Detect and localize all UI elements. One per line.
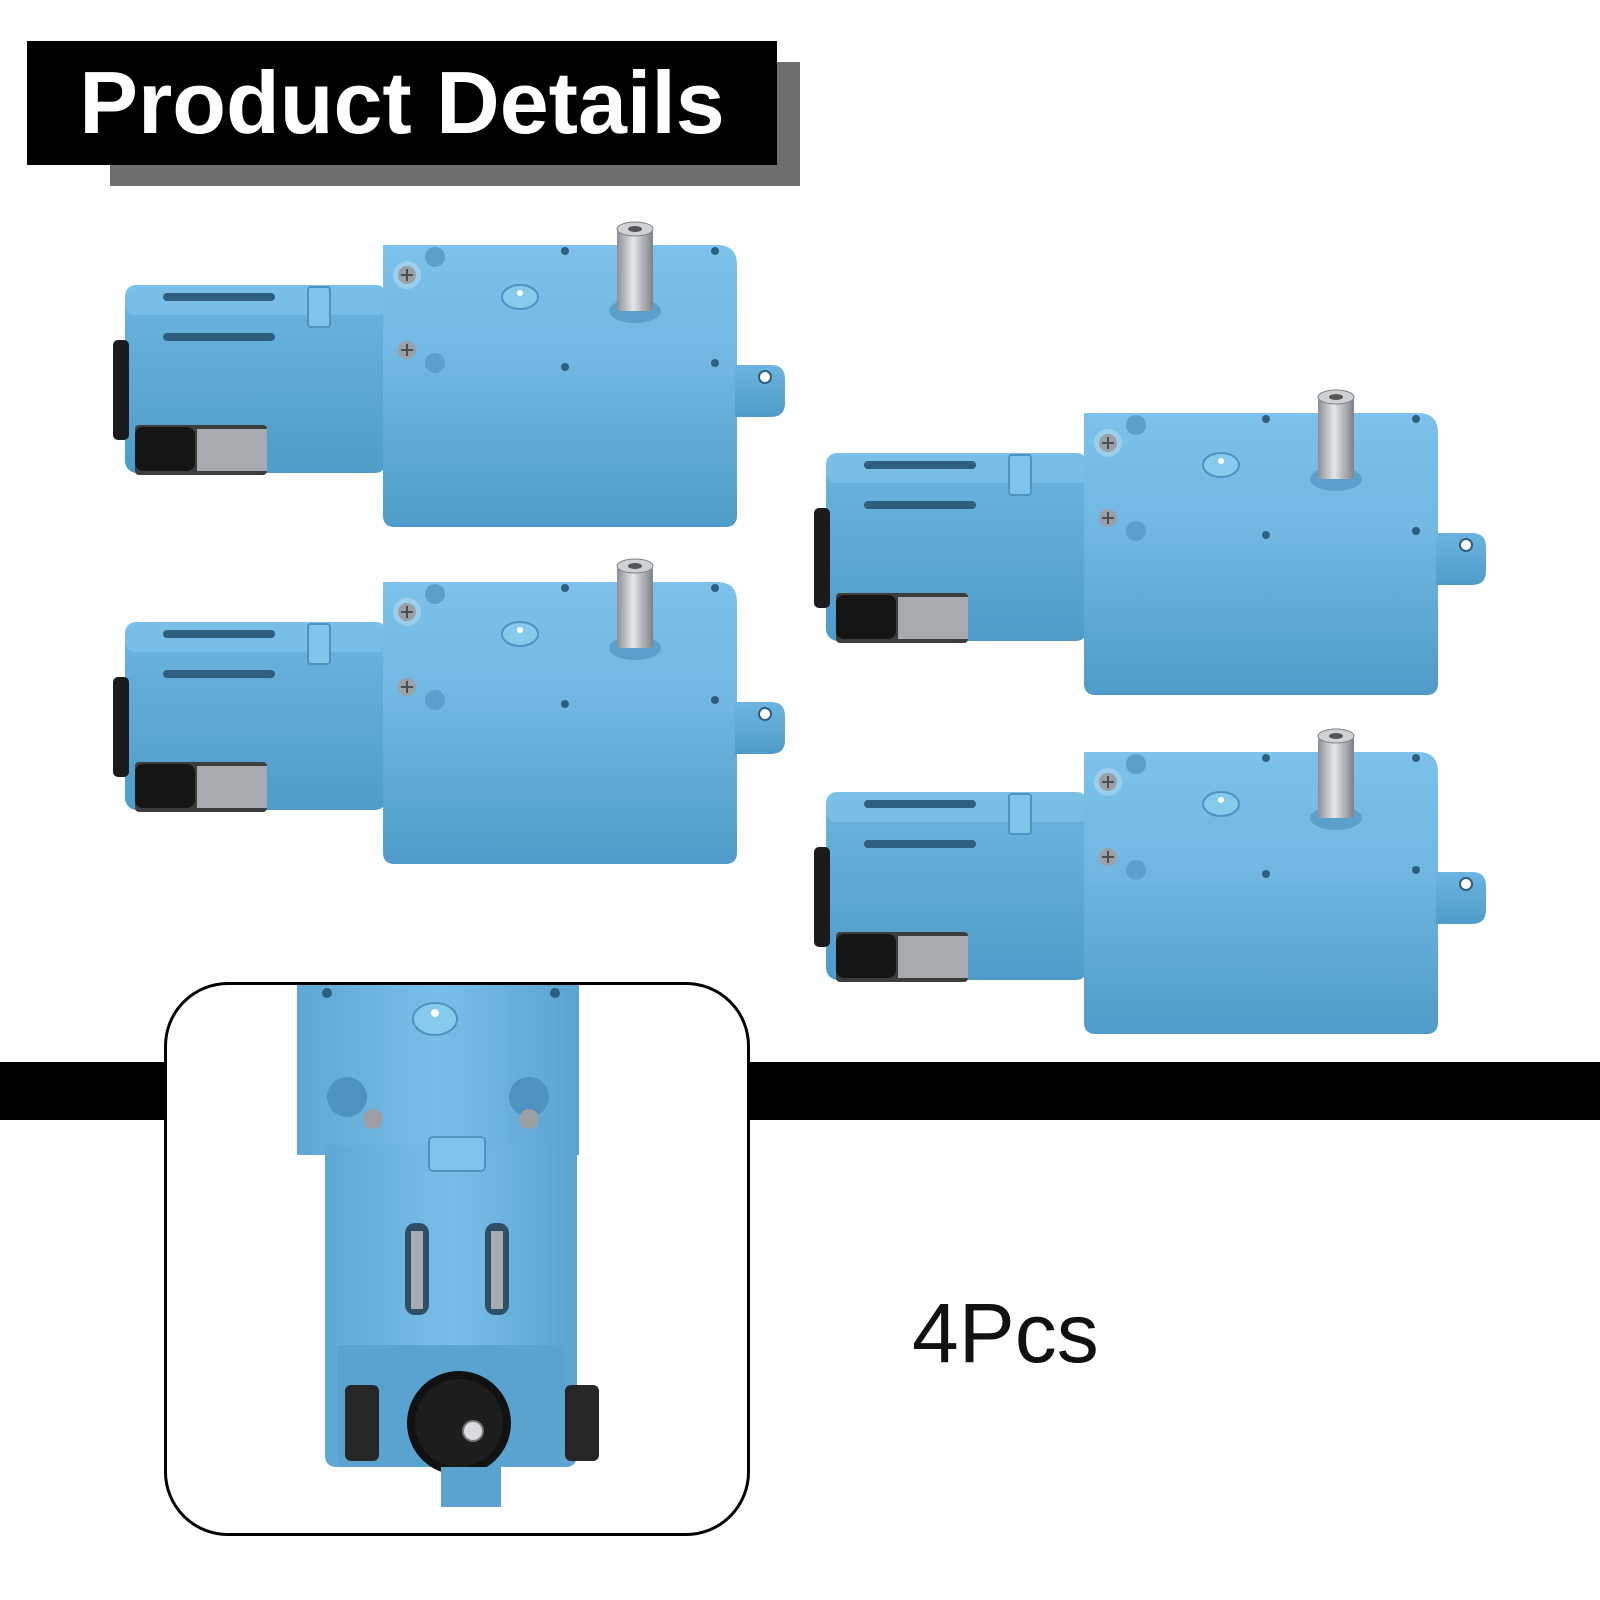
quantity-label: 4Pcs xyxy=(912,1286,1099,1380)
detail-view-image xyxy=(297,985,599,1507)
detail-inset xyxy=(164,982,750,1536)
motor-unit xyxy=(813,389,1487,696)
page-title: Product Details xyxy=(79,53,725,152)
motor-unit xyxy=(813,728,1487,1035)
motor-unit xyxy=(112,221,786,528)
title-banner: Product Details xyxy=(27,41,777,165)
motor-unit xyxy=(112,558,786,865)
